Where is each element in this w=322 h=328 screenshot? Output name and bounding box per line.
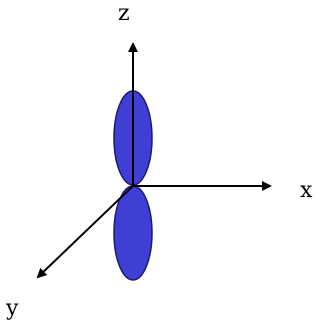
x-axis-label: x	[300, 178, 313, 203]
z-axis-label: z	[118, 1, 130, 26]
y-axis	[36, 185, 134, 279]
y-axis-label: y	[5, 296, 19, 321]
